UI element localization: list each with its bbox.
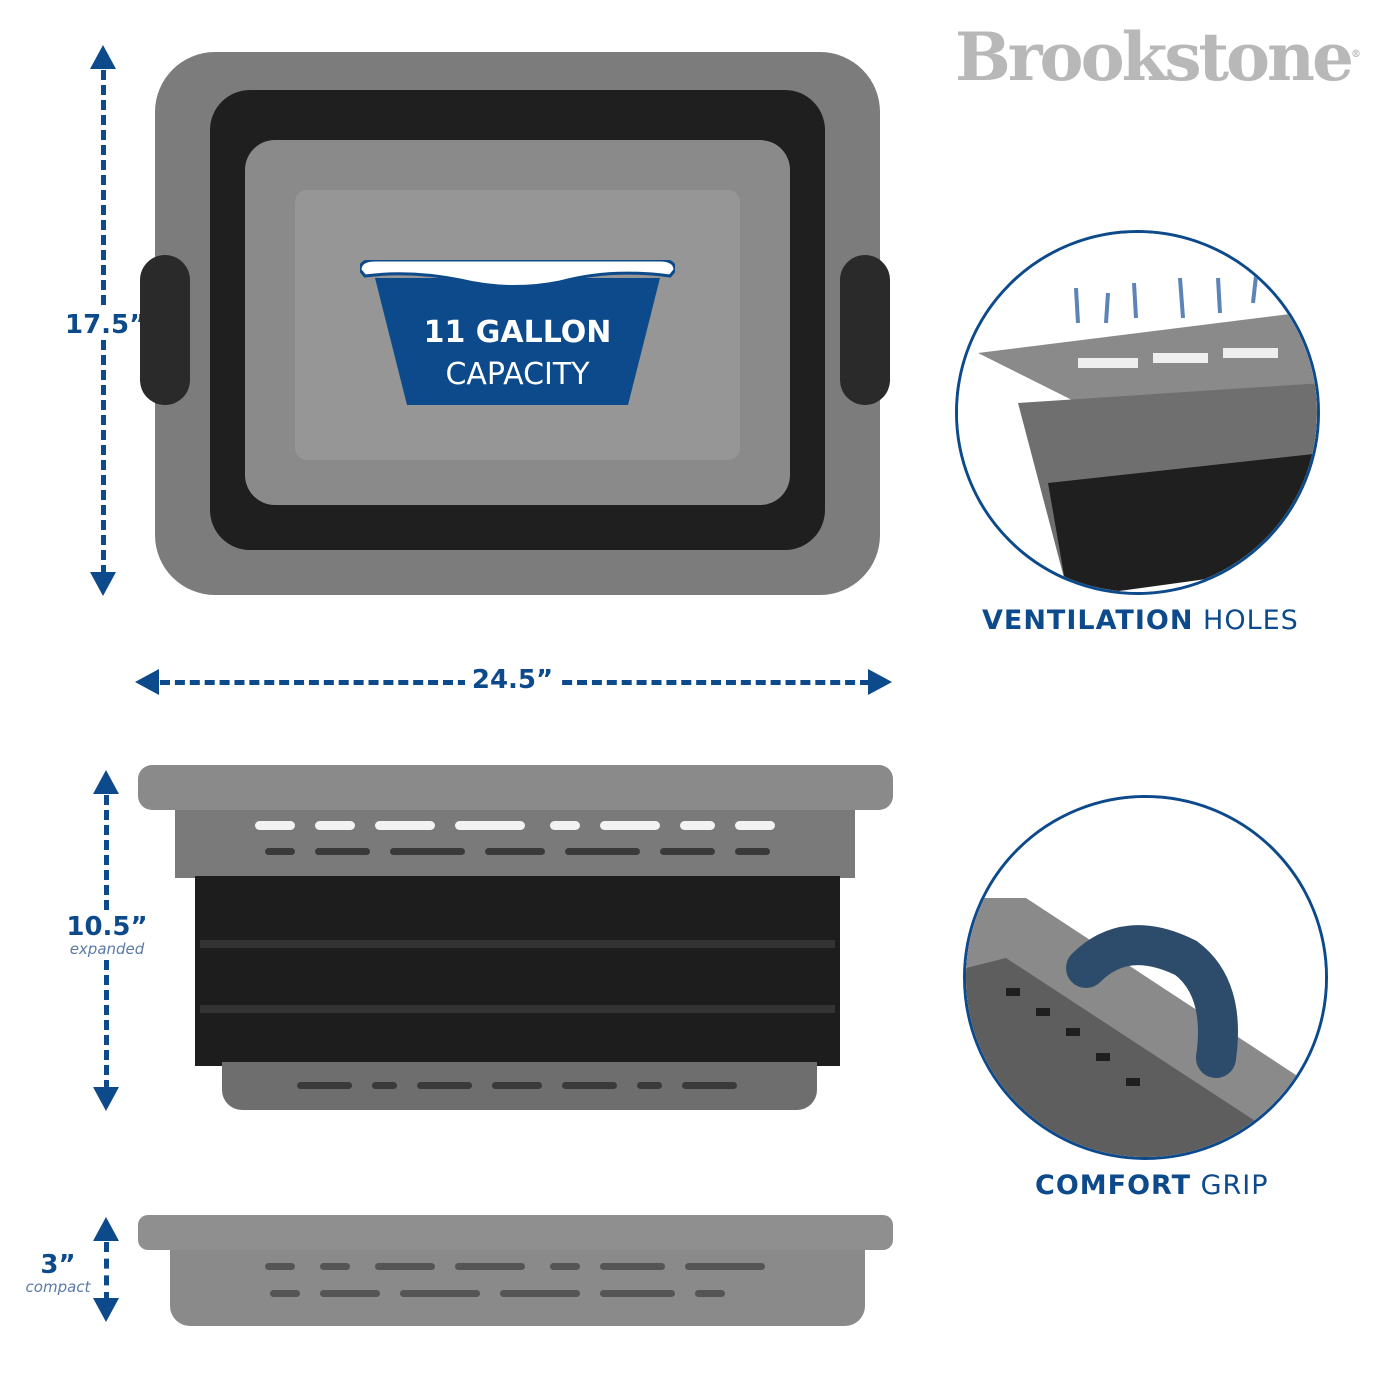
arrow-up-icon xyxy=(93,770,119,794)
depth-label: 17.5” xyxy=(65,310,147,340)
arrow-left-icon xyxy=(135,669,159,695)
brand-logo: Brookstone® xyxy=(955,18,1361,96)
arrow-down-icon xyxy=(93,1087,119,1111)
comfort-grip-detail-image xyxy=(963,795,1328,1160)
ventilation-caption: VENTILATION HOLES xyxy=(982,605,1299,636)
arrow-down-icon xyxy=(90,572,116,596)
capacity-word: CAPACITY xyxy=(445,357,590,392)
ventilation-rest: HOLES xyxy=(1203,605,1299,636)
comfort-rest: GRIP xyxy=(1200,1170,1269,1201)
ventilation-detail-image xyxy=(955,230,1320,595)
arrow-right-icon xyxy=(868,669,892,695)
capacity-amount: 11 GALLON xyxy=(423,315,612,350)
capacity-label: 11 GALLON CAPACITY xyxy=(380,312,655,396)
basket-base xyxy=(222,1062,817,1110)
width-label: 24.5” xyxy=(465,665,560,695)
body-fold-line xyxy=(200,1005,835,1013)
left-handle xyxy=(140,255,190,405)
brand-name: Brookstone xyxy=(955,18,1354,96)
compact-dimension-line xyxy=(104,1242,109,1302)
grip-illustration xyxy=(966,798,1325,1157)
basket-collapsible-body xyxy=(195,876,840,1066)
basket-collapsed-rim xyxy=(138,1215,893,1250)
tub-icon xyxy=(360,260,675,405)
compact-height-value: 3” xyxy=(40,1250,76,1280)
registered-mark: ® xyxy=(1350,49,1361,60)
expanded-height-label: 10.5”expanded xyxy=(62,912,152,958)
basket-rim xyxy=(138,765,893,810)
basket-collapsed xyxy=(170,1248,865,1326)
arrow-down-icon xyxy=(93,1298,119,1322)
basket-side-upper xyxy=(175,808,855,878)
compact-height-label: 3”compact xyxy=(18,1250,98,1296)
arrow-up-icon xyxy=(93,1217,119,1241)
comfort-bold: COMFORT xyxy=(1035,1170,1192,1201)
ventilation-illustration xyxy=(958,233,1317,592)
compact-note: compact xyxy=(25,1278,91,1296)
body-fold-line xyxy=(200,940,835,948)
expanded-note: expanded xyxy=(69,940,145,958)
right-handle xyxy=(840,255,890,405)
ventilation-bold: VENTILATION xyxy=(982,605,1194,636)
comfort-grip-caption: COMFORT GRIP xyxy=(1035,1170,1269,1201)
arrow-up-icon xyxy=(90,45,116,69)
expanded-height-value: 10.5” xyxy=(66,912,148,942)
